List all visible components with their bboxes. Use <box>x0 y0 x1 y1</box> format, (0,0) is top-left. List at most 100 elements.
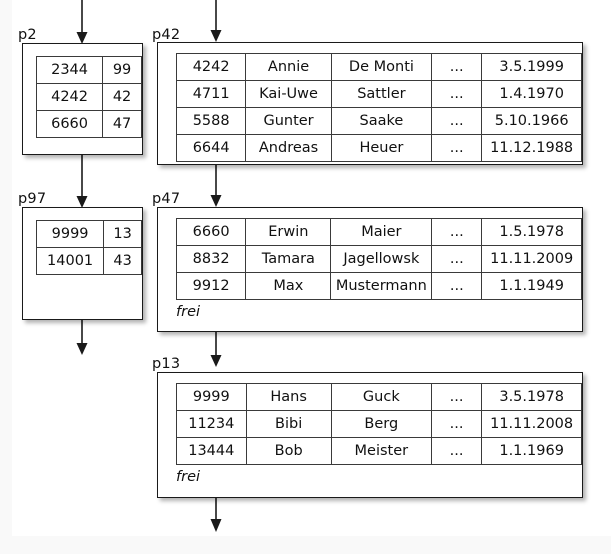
cell-ptr: 42 <box>102 83 142 111</box>
cell-key: 6660 <box>35 110 104 138</box>
cell-more: ... <box>430 410 483 438</box>
table-row[interactable]: 4711 Kai-Uwe Sattler ... 1.4.1970 <box>175 80 582 108</box>
cell-lastname: Saake <box>330 107 433 135</box>
cell-ptr: 99 <box>102 56 142 84</box>
cell-id: 11234 <box>176 410 247 438</box>
cell-id: 9912 <box>175 272 247 300</box>
node-label-p2: p2 <box>18 27 37 43</box>
table-row[interactable]: 9999 Hans Guck ... 3.5.1978 <box>176 383 582 411</box>
table-row[interactable]: 8832 Tamara Jagellowsk ... 11.11.2009 <box>175 245 582 273</box>
table-row[interactable]: 9912 Max Mustermann ... 1.1.1949 <box>175 272 582 300</box>
index-table-p2: 2344 99 4242 42 6660 47 <box>35 56 142 138</box>
arrow-into-p2 <box>76 0 88 44</box>
cell-firstname: Erwin <box>245 218 332 246</box>
arrow-p97-down <box>76 320 88 355</box>
cell-more: ... <box>431 107 483 135</box>
cell-key: 9999 <box>35 220 105 248</box>
cell-firstname: Andreas <box>245 134 332 162</box>
cell-date: 1.1.1969 <box>481 437 582 465</box>
page-margin-bottom <box>0 536 611 554</box>
cell-date: 3.5.1999 <box>481 53 582 81</box>
table-row[interactable]: 13444 Bob Meister ... 1.1.1969 <box>176 437 582 465</box>
cell-ptr: 47 <box>102 110 142 138</box>
table-row[interactable]: 4242 42 <box>35 83 142 111</box>
node-label-p97: p97 <box>18 191 47 207</box>
cell-lastname: Maier <box>330 218 433 246</box>
table-row[interactable]: 5588 Gunter Saake ... 5.10.1966 <box>175 107 582 135</box>
data-page-p13[interactable]: 9999 Hans Guck ... 3.5.1978 11234 Bibi B… <box>157 372 583 498</box>
cell-key: 2344 <box>35 56 104 84</box>
node-label-p47: p47 <box>152 191 181 207</box>
index-node-p2[interactable]: 2344 99 4242 42 6660 47 <box>22 43 143 155</box>
cell-date: 11.11.2009 <box>481 245 582 273</box>
cell-more: ... <box>431 245 483 273</box>
cell-id: 5588 <box>175 107 247 135</box>
cell-date: 1.5.1978 <box>481 218 582 246</box>
data-page-p42[interactable]: 4242 Annie De Monti ... 3.5.1999 4711 Ka… <box>157 42 583 165</box>
cell-firstname: Bob <box>245 437 332 465</box>
node-label-p13: p13 <box>152 356 181 372</box>
cell-lastname: Meister <box>330 437 432 465</box>
free-space-label: frei <box>176 469 201 485</box>
cell-lastname: Sattler <box>330 80 433 108</box>
table-row[interactable]: 9999 13 <box>35 220 142 248</box>
arrow-into-p13 <box>210 332 222 367</box>
table-row[interactable]: 6644 Andreas Heuer ... 11.12.1988 <box>175 134 582 162</box>
free-space-label: frei <box>176 304 201 320</box>
index-table-p97: 9999 13 14001 43 <box>35 220 142 275</box>
cell-lastname: Guck <box>330 383 432 411</box>
cell-id: 6660 <box>175 218 247 246</box>
cell-date: 5.10.1966 <box>481 107 582 135</box>
cell-firstname: Bibi <box>245 410 332 438</box>
arrow-p13-down <box>210 498 222 532</box>
cell-firstname: Kai-Uwe <box>245 80 332 108</box>
cell-date: 1.1.1949 <box>481 272 582 300</box>
cell-ptr: 13 <box>103 220 142 248</box>
cell-firstname: Annie <box>245 53 332 81</box>
cell-date: 11.12.1988 <box>481 134 582 162</box>
node-label-p42: p42 <box>152 27 181 43</box>
cell-id: 8832 <box>175 245 247 273</box>
table-row[interactable]: 14001 43 <box>35 247 142 275</box>
cell-more: ... <box>430 437 483 465</box>
data-table-p42: 4242 Annie De Monti ... 3.5.1999 4711 Ka… <box>175 53 582 162</box>
cell-id: 9999 <box>176 383 247 411</box>
index-node-p97[interactable]: 9999 13 14001 43 <box>22 207 143 320</box>
cell-key: 4242 <box>35 83 104 111</box>
cell-key: 14001 <box>35 247 105 275</box>
cell-id: 6644 <box>175 134 247 162</box>
arrow-into-p47 <box>210 165 222 207</box>
cell-id: 13444 <box>176 437 247 465</box>
cell-lastname: Jagellowsk <box>330 245 433 273</box>
cell-more: ... <box>431 80 483 108</box>
table-row[interactable]: 4242 Annie De Monti ... 3.5.1999 <box>175 53 582 81</box>
data-table-p13: 9999 Hans Guck ... 3.5.1978 11234 Bibi B… <box>176 383 582 465</box>
table-row[interactable]: 11234 Bibi Berg ... 11.11.2008 <box>176 410 582 438</box>
cell-lastname: De Monti <box>330 53 433 81</box>
cell-firstname: Gunter <box>245 107 332 135</box>
arrow-p2-to-p97 <box>76 155 88 208</box>
data-page-p47[interactable]: 6660 Erwin Maier ... 1.5.1978 8832 Tamar… <box>157 207 583 332</box>
cell-more: ... <box>431 272 483 300</box>
cell-more: ... <box>431 218 483 246</box>
table-row[interactable]: 2344 99 <box>35 56 142 84</box>
cell-more: ... <box>430 383 483 411</box>
arrow-into-p42 <box>210 0 222 42</box>
cell-lastname: Mustermann <box>330 272 433 300</box>
cell-firstname: Hans <box>245 383 332 411</box>
cell-date: 11.11.2008 <box>481 410 582 438</box>
cell-more: ... <box>431 134 483 162</box>
cell-lastname: Heuer <box>330 134 433 162</box>
table-row[interactable]: 6660 Erwin Maier ... 1.5.1978 <box>175 218 582 246</box>
cell-id: 4711 <box>175 80 247 108</box>
cell-ptr: 43 <box>103 247 142 275</box>
page-margin-left <box>0 0 12 554</box>
data-table-p47: 6660 Erwin Maier ... 1.5.1978 8832 Tamar… <box>175 218 582 300</box>
cell-more: ... <box>431 53 483 81</box>
cell-id: 4242 <box>175 53 247 81</box>
table-row[interactable]: 6660 47 <box>35 110 142 138</box>
cell-date: 1.4.1970 <box>481 80 582 108</box>
cell-firstname: Tamara <box>245 245 332 273</box>
cell-lastname: Berg <box>330 410 432 438</box>
